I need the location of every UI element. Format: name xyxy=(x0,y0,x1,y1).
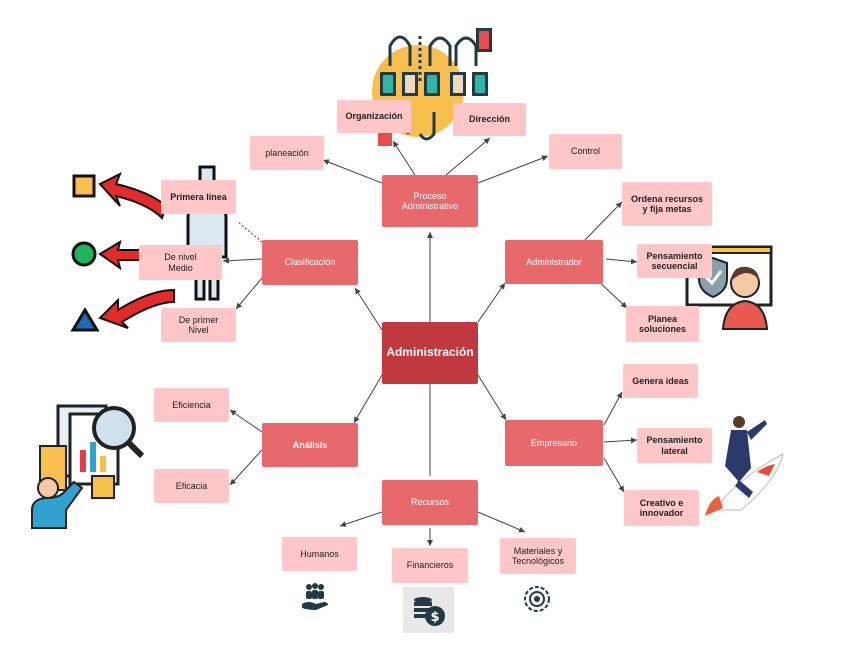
analysis-icon xyxy=(31,404,145,529)
genera-ideas-node: Genera ideas xyxy=(623,364,698,398)
people-hand-icon xyxy=(302,583,328,610)
analisis-node: Análisis xyxy=(262,423,358,467)
gear-icon xyxy=(524,586,550,612)
planea-soluciones-node: Planea soluciones xyxy=(626,306,699,342)
nivel-medio-node: De nivel Medio xyxy=(139,245,222,280)
planeacion-node: planeación xyxy=(250,136,324,170)
rocket-man-icon xyxy=(705,416,784,516)
ordena-recursos-node: Ordena recursos y fija metas xyxy=(622,182,712,226)
humanos-node: Humanos xyxy=(282,537,357,571)
financieros-node: Financieros xyxy=(392,548,468,583)
materiales-node: Materiales y Tecnológicos xyxy=(500,538,576,574)
svg-text:$: $ xyxy=(430,610,439,625)
recursos-node: Recursos xyxy=(382,480,478,525)
square-icon xyxy=(72,174,96,198)
coins-icon: $ xyxy=(414,597,445,626)
creativo-node: Creativo e innovador xyxy=(624,490,699,526)
primera-linea-node: Primera línea xyxy=(161,180,236,214)
direccion-node: Dirección xyxy=(453,103,526,136)
eficiencia-node: Eficiencia xyxy=(154,388,229,422)
primer-nivel-node: De primer Nivel xyxy=(161,308,236,342)
control-node: Control xyxy=(549,134,622,169)
organizacion-node: Organización xyxy=(337,100,411,133)
eficacia-node: Eficacia xyxy=(154,469,229,503)
triangle-icon xyxy=(70,307,100,332)
center-node: Administración xyxy=(382,322,478,384)
administrador-node: Administrador xyxy=(505,240,603,284)
pensamiento-secuencial-node: Pensamiento secuencial xyxy=(637,244,712,278)
shapes-arrows-group xyxy=(70,172,175,332)
clasificacion-node: Clasificación xyxy=(262,240,358,285)
pensamiento-lateral-node: Pensamiento lateral xyxy=(637,428,712,463)
proceso-node: Proceso Administrativo xyxy=(382,175,478,227)
empresario-node: Empresario xyxy=(505,420,603,466)
circle-icon xyxy=(71,241,97,267)
